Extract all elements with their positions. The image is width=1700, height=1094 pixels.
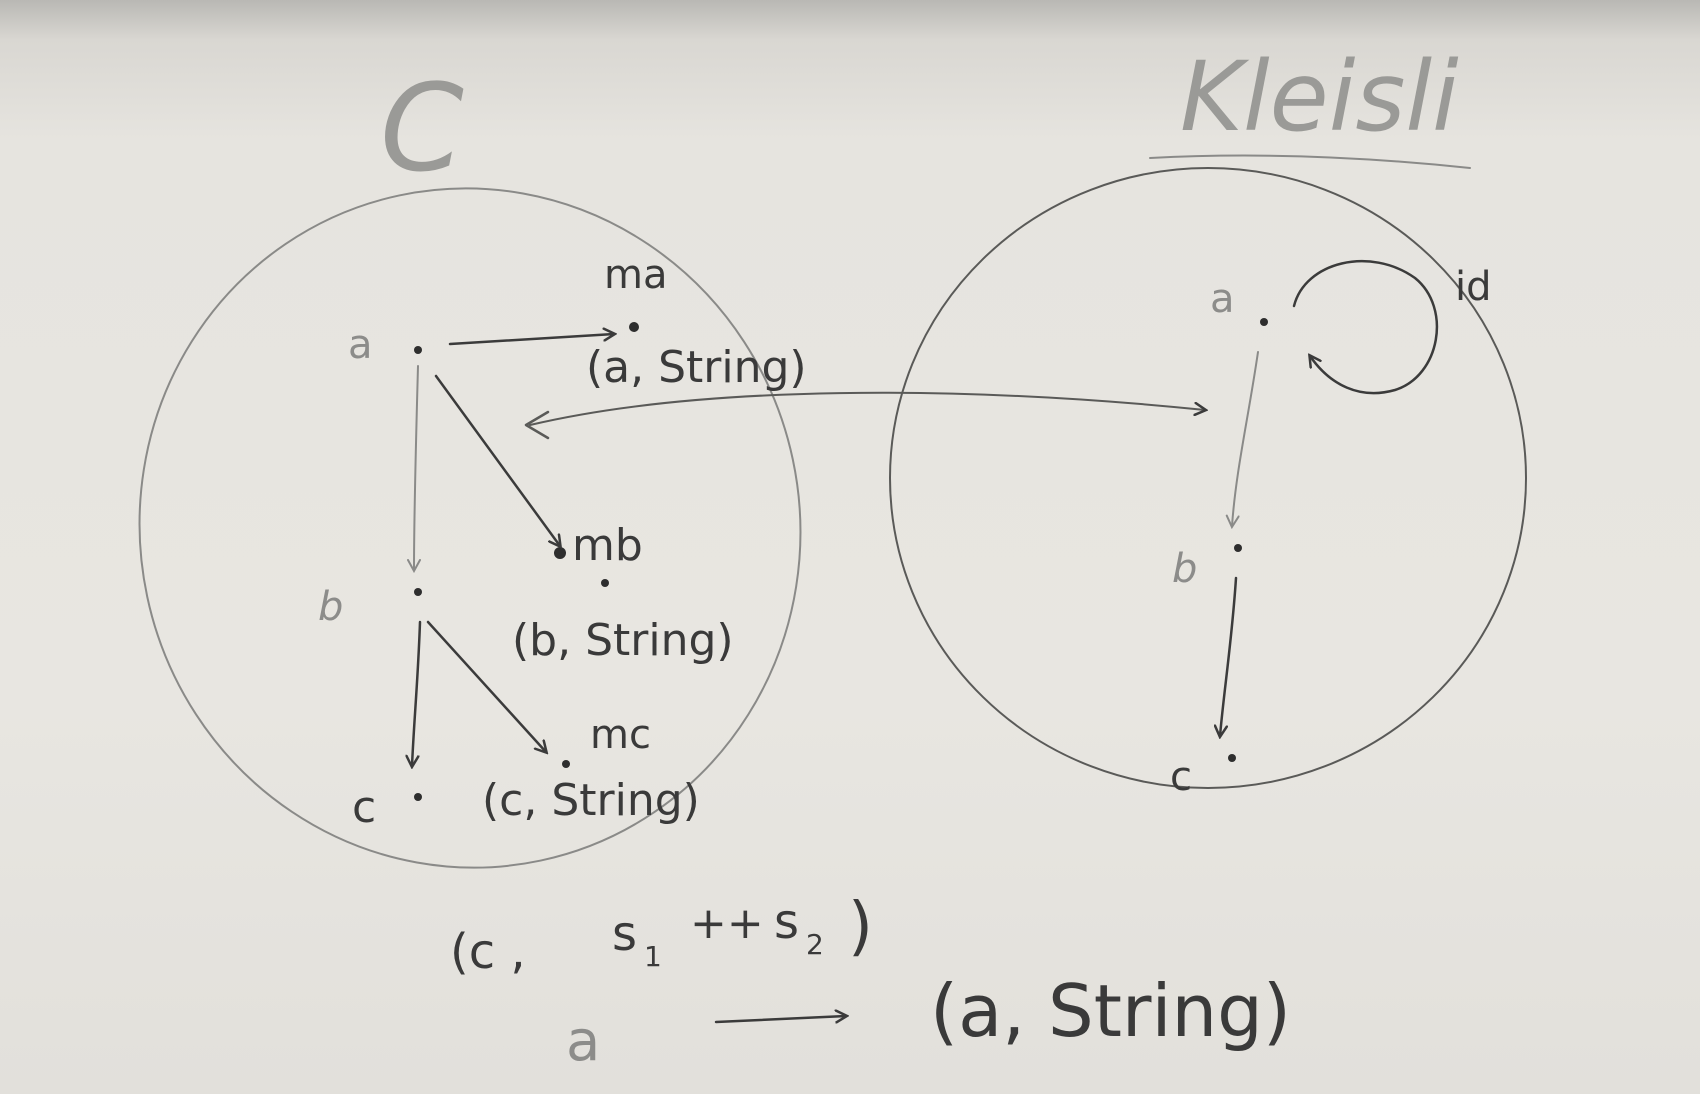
kleisli-object-b-dot — [1234, 544, 1242, 552]
arrow-a-to-mb — [434, 374, 560, 546]
signature-codomain: (a, String) — [930, 969, 1291, 1053]
signature-arrow — [714, 1016, 846, 1022]
mc-dot — [562, 760, 570, 768]
composition-s1-subscript: 1 — [644, 940, 662, 973]
composition-s2: s — [774, 894, 799, 950]
arrow-a-to-ma — [448, 334, 614, 346]
identity-loop — [1292, 259, 1439, 395]
composition-close: ) — [848, 890, 873, 964]
ma-label: ma — [604, 252, 667, 298]
category-kleisli-boundary — [889, 167, 1527, 789]
composition-s1: s — [612, 906, 637, 962]
correspondence-arrow-back-head — [524, 410, 550, 440]
identity-label: id — [1455, 264, 1492, 310]
kleisli-object-a-label: a — [1210, 276, 1235, 322]
mc-pair-label: (c, String) — [482, 775, 700, 826]
kleisli-object-b-label: b — [1172, 546, 1197, 592]
arrow-b-to-mc — [426, 620, 546, 752]
kleisli-arrow-b-to-c — [1220, 576, 1238, 736]
object-a-dot — [414, 346, 422, 354]
kleisli-object-a-dot — [1260, 318, 1268, 326]
ma-pair-label: (a, String) — [586, 342, 807, 393]
object-b-dot — [414, 588, 422, 596]
category-c: C a b c ma (a, String) mb (b, String) mc… — [138, 60, 807, 869]
arrow-b-to-c — [412, 620, 422, 766]
kleisli-object-c-label: c — [1170, 754, 1192, 800]
category-c-title: C — [380, 60, 464, 199]
object-b-label: b — [318, 584, 343, 630]
signature-domain: a — [566, 1009, 600, 1074]
kleisli-underline — [1149, 154, 1471, 169]
correspondence-arrow — [529, 391, 1205, 426]
kleisli-object-c-dot — [1228, 754, 1236, 762]
kleisli-arrow-a-to-b — [1232, 351, 1259, 526]
composition-s2-subscript: 2 — [806, 928, 824, 961]
mb-arrow-dot — [554, 547, 566, 559]
bottom-notes: (c , s 1 ++ s 2 ) a (a, String) — [450, 890, 1291, 1074]
arrow-a-to-b — [414, 365, 418, 570]
mb-label: mb — [572, 520, 643, 571]
composition-open: (c , — [450, 924, 526, 980]
object-a-label: a — [348, 322, 373, 368]
category-c-boundary — [138, 187, 802, 869]
category-kleisli-title: Kleisli — [1180, 41, 1459, 153]
mb-pair-label: (b, String) — [512, 615, 734, 666]
mc-label: mc — [590, 712, 651, 758]
ma-dot — [629, 322, 639, 332]
mb-dot — [601, 579, 609, 587]
object-c-label: c — [352, 782, 376, 833]
composition-concat: ++ — [690, 898, 764, 949]
category-kleisli: Kleisli a id b c — [889, 41, 1527, 800]
object-c-dot — [414, 793, 422, 801]
